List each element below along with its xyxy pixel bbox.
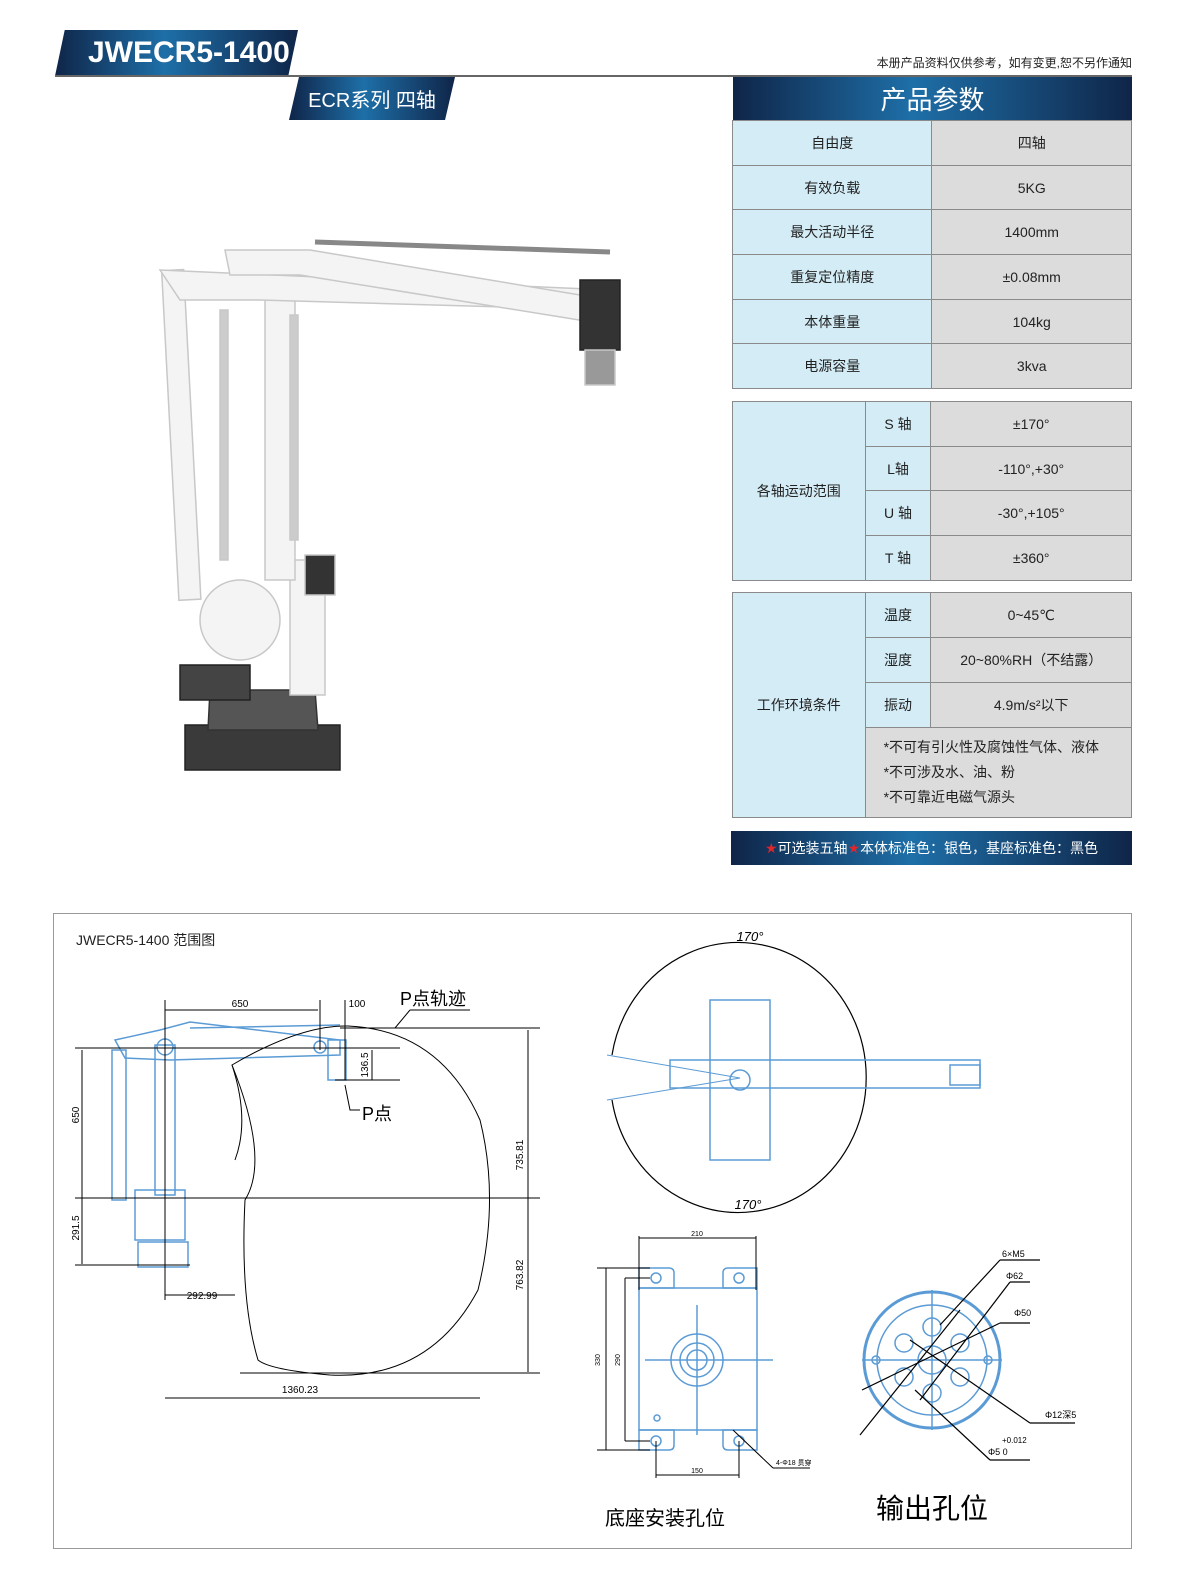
options-banner: ★可选装五轴★ 本体标准色：银色，基座标准色：黑色	[731, 831, 1132, 865]
p-point-label: P点	[362, 1104, 392, 1124]
axis-value: ±170°	[930, 401, 1132, 447]
table-row: T 轴±360°	[733, 535, 1132, 581]
dim-650-left: 650	[71, 1106, 82, 1123]
axis-name: S 轴	[864, 401, 932, 447]
env-item: 湿度	[864, 637, 932, 683]
p-trajectory-label: P点轨迹	[400, 989, 466, 1009]
axis-value: -30°,+105°	[930, 490, 1132, 536]
table-row: L轴-110°,+30°	[733, 446, 1132, 491]
dim-base-330: 330	[595, 1354, 602, 1366]
table-row: 重复定位精度±0.08mm	[731, 254, 1132, 300]
p-trajectory-envelope	[231, 1025, 490, 1376]
param-value: 104kg	[931, 299, 1132, 344]
param-label: 有效负载	[731, 165, 933, 210]
environment-label: 工作环境条件	[732, 592, 866, 818]
env-note: *不可涉及水、油、粉	[883, 764, 1016, 780]
star-icon: ★	[847, 839, 861, 856]
table-row: *不可有引火性及腐蚀性气体、液体 *不可涉及水、油、粉 *不可靠近电磁气源头	[733, 727, 1133, 818]
dim-base-290: 290	[615, 1354, 622, 1366]
env-item: 温度	[864, 592, 932, 638]
dim-1360: 1360.23	[282, 1385, 319, 1396]
env-value: 4.9m/s²以下	[930, 682, 1132, 728]
d12-label: Φ12深5	[1045, 1410, 1076, 1420]
model-title-banner	[55, 30, 298, 76]
env-value: 0~45℃	[930, 592, 1132, 638]
table-row: U 轴-30°,+105°	[733, 490, 1132, 536]
side-view: 650 100 136.5 650 291.5 292.99 735.81 76…	[71, 989, 540, 1399]
m5-label: 6×M5	[1002, 1249, 1025, 1259]
axis-value: ±360°	[930, 535, 1132, 581]
params-header: 产品参数	[733, 77, 1132, 120]
header-divider	[55, 75, 1132, 77]
model-title: JWECR5-1400	[88, 36, 290, 69]
param-label: 最大活动半径	[731, 209, 933, 255]
param-value: 3kva	[931, 343, 1132, 389]
disclaimer-notice: 本册产品资料仅供参考，如有变更,恕不另作通知	[876, 56, 1132, 70]
dim-base-width: 210	[691, 1231, 703, 1238]
dim-136: 136.5	[360, 1052, 371, 1077]
param-label: 自由度	[731, 120, 933, 166]
d5-label: Φ5 0	[988, 1447, 1008, 1457]
param-label: 本体重量	[731, 299, 933, 344]
env-note: *不可有引火性及腐蚀性气体、液体	[883, 739, 1100, 755]
dim-650-top: 650	[232, 999, 249, 1010]
dim-base-150: 150	[691, 1468, 703, 1475]
environment-notes: *不可有引火性及腐蚀性气体、液体 *不可涉及水、油、粉 *不可靠近电磁气源头	[864, 727, 1133, 818]
output-caption: 输出孔位	[876, 1493, 988, 1524]
side-view-robot-outline	[111, 1021, 347, 1268]
env-value: 20~80%RH（不结露）	[930, 637, 1132, 683]
dim-292: 292.99	[187, 1291, 218, 1302]
diagram-title: JWECR5-1400 范围图	[76, 932, 216, 948]
dim-763: 763.82	[515, 1259, 526, 1290]
axis-name: T 轴	[864, 535, 932, 581]
robot-product-image	[158, 239, 621, 771]
base-caption: 底座安装孔位	[605, 1507, 725, 1530]
dim-291: 291.5	[71, 1215, 82, 1240]
param-value: 1400mm	[931, 209, 1132, 255]
optional-axis-text: 可选装五轴	[777, 840, 848, 856]
series-banner: ECR系列 四轴	[289, 77, 455, 120]
star-icon: ★	[764, 839, 778, 856]
d50-label: Φ50	[1014, 1308, 1031, 1318]
env-item: 振动	[864, 682, 932, 728]
angle-bottom-label: 170°	[735, 1197, 762, 1212]
tolerance-label: +0.012	[1002, 1436, 1027, 1445]
param-label: 重复定位精度	[731, 254, 933, 300]
env-note: *不可靠近电磁气源头	[883, 789, 1016, 805]
param-value: ±0.08mm	[931, 254, 1132, 300]
base-holes-label: 4-Φ18 贯穿	[776, 1458, 812, 1467]
dim-735: 735.81	[515, 1139, 526, 1170]
axis-value: -110°,+30°	[930, 446, 1132, 491]
d62-label: Φ62	[1006, 1271, 1023, 1281]
range-diagram-box	[53, 913, 1132, 1549]
axis-name: L轴	[864, 446, 932, 491]
param-label: 电源容量	[731, 343, 933, 389]
output-flange-view: 6×M5 Φ62 Φ50 Φ12深5 Φ5 0 +0.012 输出孔位	[859, 1249, 1076, 1524]
angle-top-label: 170°	[737, 929, 764, 944]
standard-colors-text: 本体标准色：银色，基座标准色：黑色	[860, 840, 1099, 856]
top-view: 170° 170°	[606, 929, 981, 1214]
base-mounting-view: 210 330 290 150 4-Φ18 贯穿 底座安装孔位	[595, 1231, 812, 1530]
dim-100: 100	[349, 999, 366, 1010]
